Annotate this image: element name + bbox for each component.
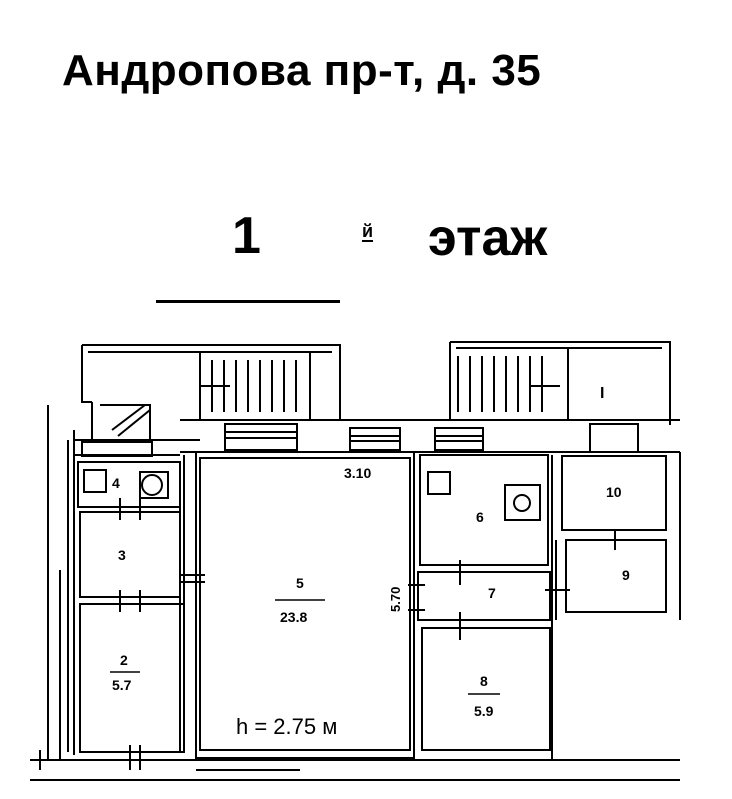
room-6-number: 6: [476, 509, 484, 525]
room-3-number: 3: [118, 547, 126, 563]
plan-walls: [30, 341, 681, 781]
floor-word: этаж: [428, 209, 548, 267]
room-4-number: 4: [112, 475, 120, 491]
room-5-area: 23.8: [280, 609, 307, 625]
dimension-top: 3.10: [344, 465, 371, 481]
room-9-number: 9: [622, 567, 630, 583]
dimension-side: 5.70: [388, 587, 403, 612]
room-8-area: 5.9: [474, 703, 494, 719]
room-8-number: 8: [480, 673, 488, 689]
room-10-number: 10: [606, 484, 622, 500]
room-5-number: 5: [296, 575, 304, 591]
floor-number: 1: [232, 207, 261, 265]
room-7-number: 7: [488, 585, 496, 601]
floor-underline: [156, 300, 340, 303]
ceiling-height: h = 2.75 м: [236, 714, 337, 739]
floor-suffix: й: [362, 221, 374, 242]
room-2-area: 5.7: [112, 677, 132, 693]
room-2-number: 2: [120, 652, 128, 668]
address-title: Андропова пр-т, д. 35: [62, 46, 542, 95]
stair-treads: [111, 356, 560, 437]
corridor-mark: I: [600, 385, 604, 402]
